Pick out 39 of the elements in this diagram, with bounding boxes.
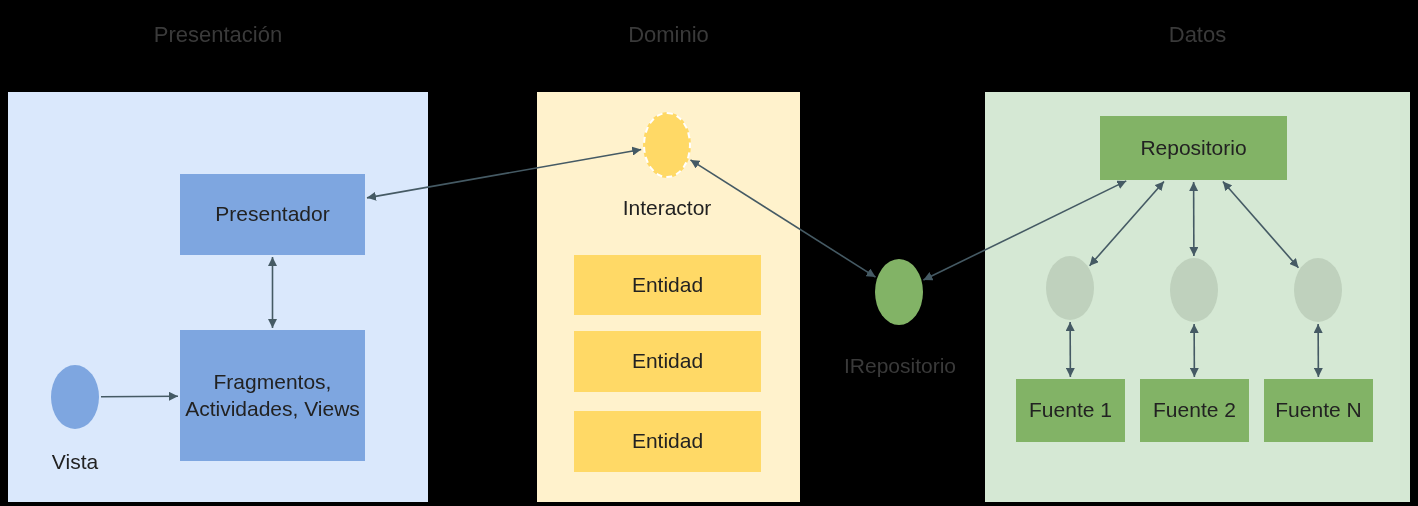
connector-arrow: [366, 146, 643, 201]
component-label: Entidad: [631, 271, 704, 298]
connector-arrow: [1065, 321, 1075, 378]
connector-arrow: [1222, 180, 1300, 269]
component-label: Fuente 1: [1029, 397, 1112, 424]
component-box: [180, 330, 365, 461]
connector-arrow: [1088, 180, 1165, 267]
component-box: [574, 255, 761, 315]
component-label: Repositorio: [1140, 134, 1247, 161]
circle-node: [875, 259, 923, 325]
node-caption: IRepositorio: [842, 354, 958, 378]
component-label: Fuente N: [1275, 397, 1362, 424]
connector-arrow: [1189, 181, 1199, 257]
connector-arrow: [1189, 323, 1199, 378]
connector-arrow: [922, 180, 1128, 281]
component-box: [574, 331, 761, 392]
layer-heading: Datos: [1167, 22, 1228, 48]
layer-heading: Presentación: [152, 22, 284, 48]
connector-arrow: [268, 256, 277, 329]
component-label: Presentador: [215, 201, 330, 228]
connector-arrow: [1313, 323, 1323, 378]
component-box: [1016, 379, 1125, 442]
connector-arrow: [689, 159, 877, 278]
component-label: Entidad: [631, 348, 704, 375]
component-box: [1140, 379, 1249, 442]
circle-node: [1294, 258, 1342, 322]
node-caption: Vista: [50, 450, 100, 474]
component-box: [1264, 379, 1373, 442]
connector-arrow: [100, 391, 179, 401]
component-box: [180, 174, 365, 255]
circle-node: [51, 365, 99, 429]
component-box: [1100, 116, 1287, 180]
node-caption: Interactor: [621, 196, 713, 220]
layer-heading: Dominio: [627, 22, 710, 48]
component-label: Fuente 2: [1153, 397, 1236, 424]
component-label: Entidad: [631, 428, 704, 455]
component-label: Fragmentos, Actividades, Views: [184, 369, 361, 422]
circle-node: [1046, 256, 1094, 320]
component-box: [574, 411, 761, 472]
